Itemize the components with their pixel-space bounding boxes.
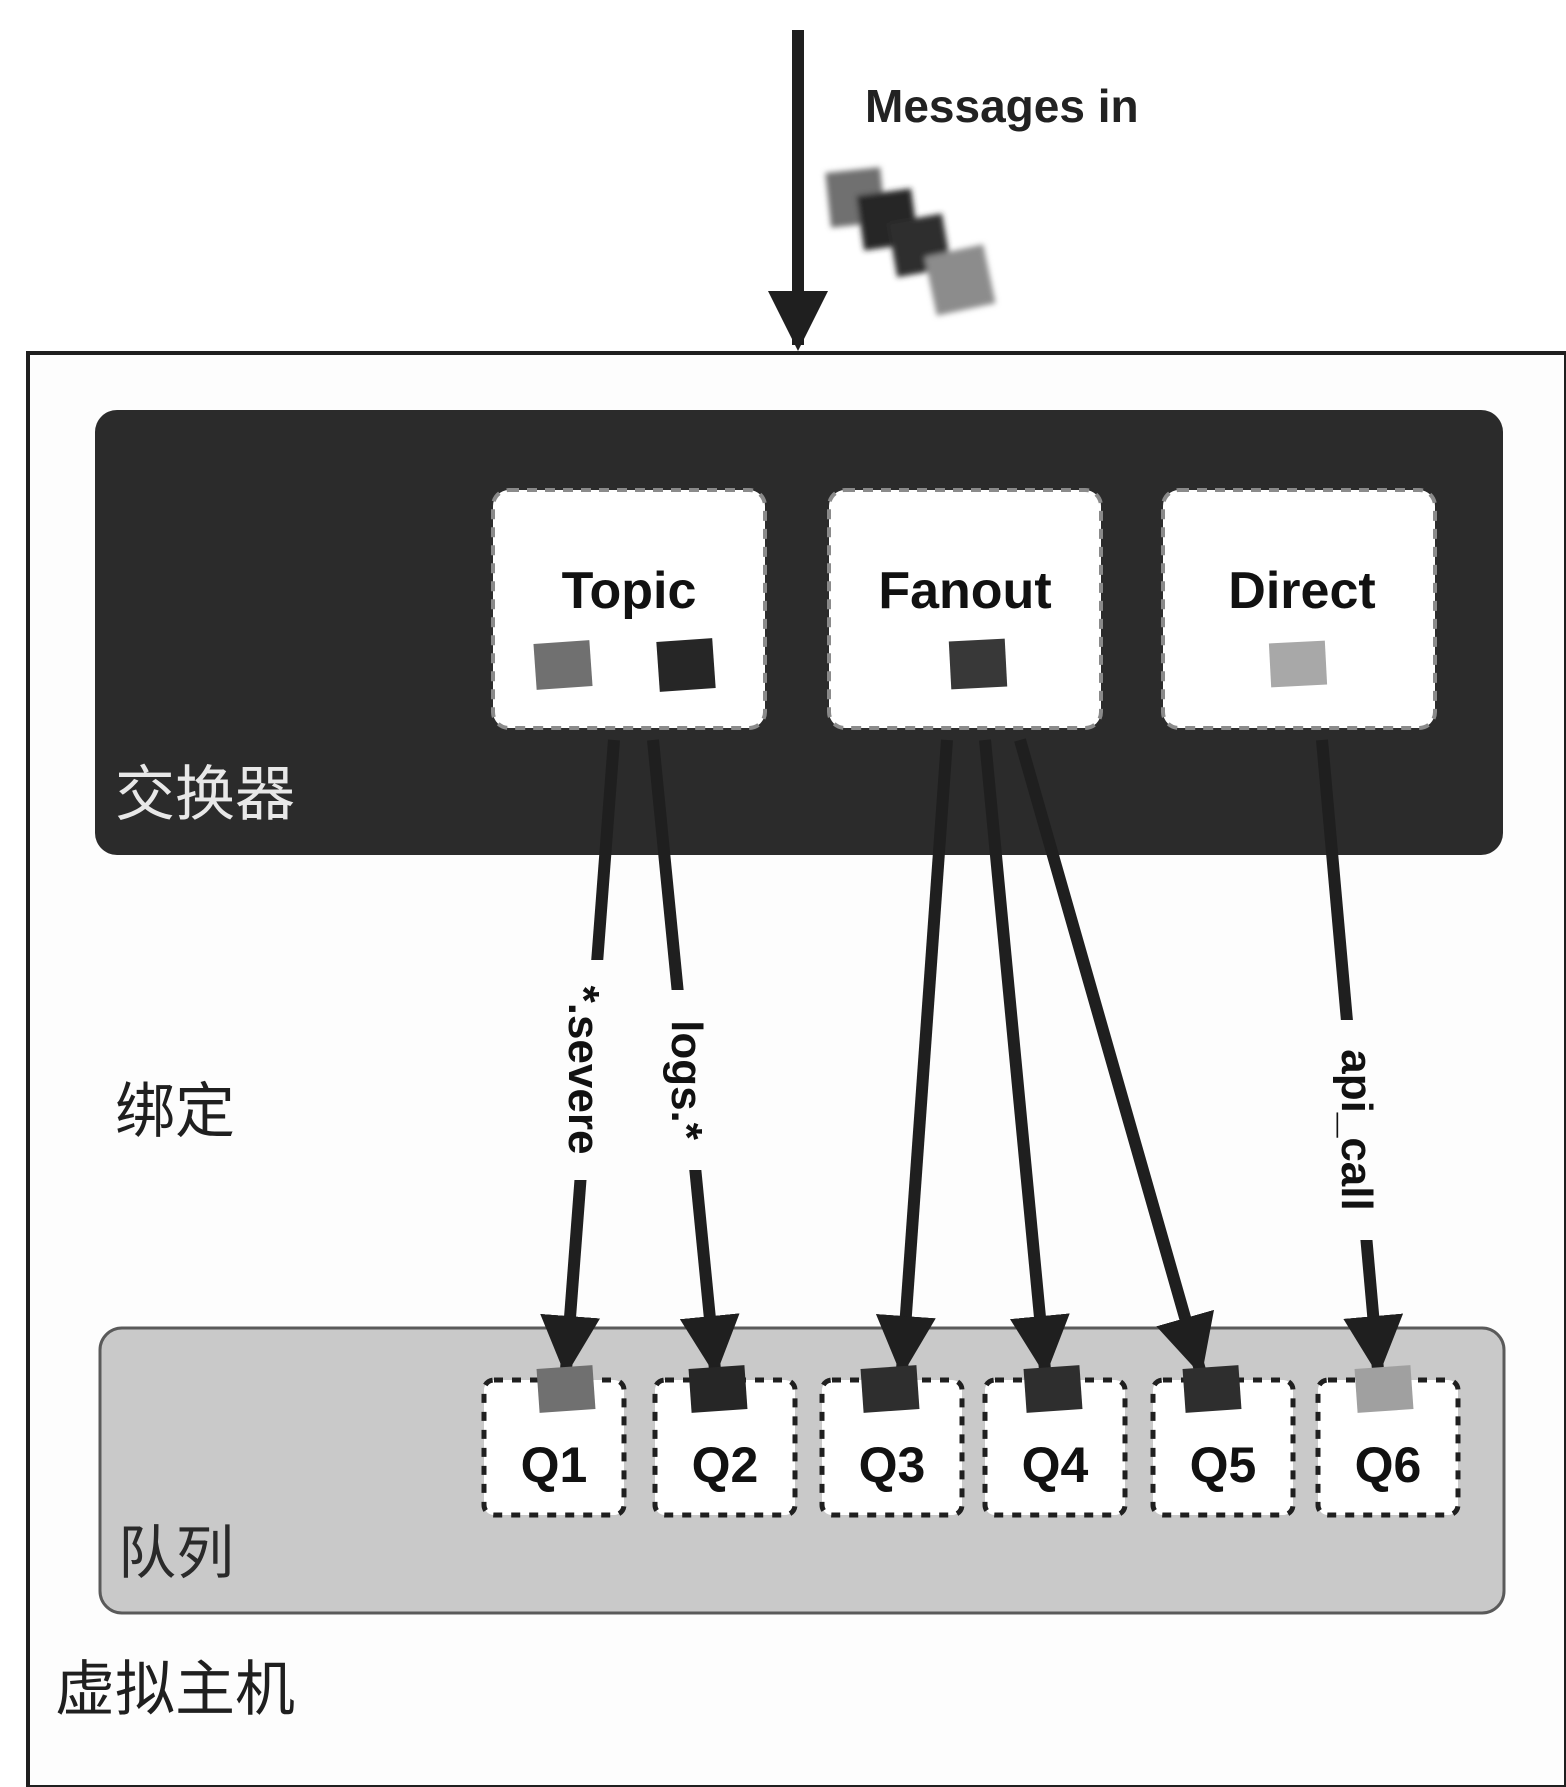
message-icon <box>533 640 592 690</box>
queue-q1-label: Q1 <box>521 1437 588 1493</box>
message-icon <box>1269 641 1327 688</box>
message-icon <box>537 1365 596 1413</box>
exchange-direct: Direct <box>1163 490 1435 728</box>
queue-q2-label: Q2 <box>692 1437 759 1493</box>
message-icon <box>689 1365 748 1413</box>
routing-key-logs-label: logs.* <box>662 1020 711 1141</box>
queue-q4-label: Q4 <box>1022 1437 1089 1493</box>
message-icon <box>861 1365 920 1413</box>
routing-key-severe: *.severe <box>557 960 613 1180</box>
message-icon <box>1355 1365 1414 1413</box>
message-icon <box>1183 1365 1242 1413</box>
message-icon <box>656 638 715 692</box>
routing-key-logs: logs.* <box>660 990 716 1170</box>
queue-q6-label: Q6 <box>1355 1437 1422 1493</box>
queue-panel-label: 队列 <box>118 1519 234 1587</box>
exchange-topic: Topic <box>493 490 765 728</box>
exchange-fanout: Fanout <box>829 490 1101 728</box>
exchange-topic-label: Topic <box>562 562 697 620</box>
exchange-fanout-label: Fanout <box>878 562 1051 620</box>
incoming-messages-icon <box>825 167 995 315</box>
exchange-panel-label: 交换器 <box>115 760 295 830</box>
routing-key-api-call: api_call <box>1330 1020 1386 1240</box>
bindings-label: 绑定 <box>115 1077 235 1147</box>
message-icon <box>949 639 1007 690</box>
vhost-label: 虚拟主机 <box>55 1655 295 1725</box>
exchange-direct-label: Direct <box>1228 562 1375 620</box>
routing-key-severe-label: *.severe <box>559 986 608 1155</box>
routing-key-api-call-label: api_call <box>1332 1049 1381 1210</box>
messages-in-label: Messages in <box>865 80 1139 132</box>
queue-q5-label: Q5 <box>1190 1437 1257 1493</box>
message-icon <box>1024 1365 1083 1413</box>
queue-q3-label: Q3 <box>859 1437 926 1493</box>
